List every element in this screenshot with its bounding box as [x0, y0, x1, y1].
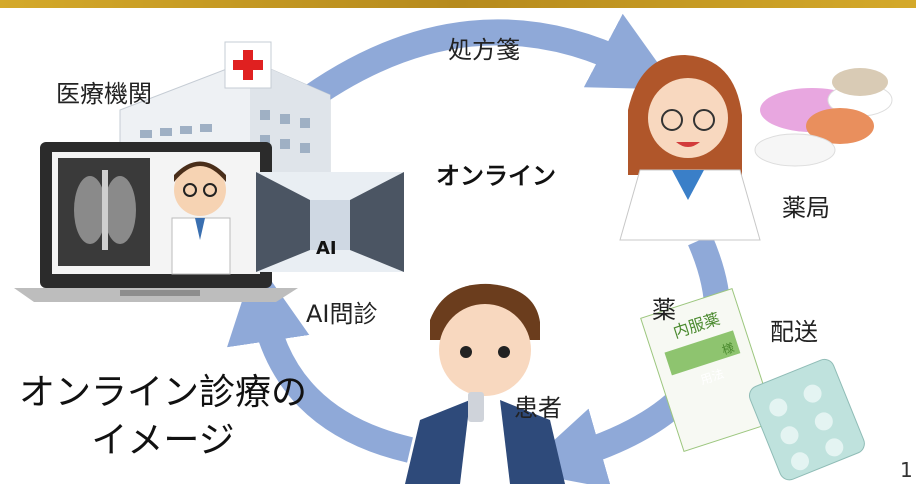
- label-patient: 患者: [514, 394, 562, 422]
- laptop-illustration: [14, 142, 298, 302]
- patient-avatar: [405, 283, 565, 484]
- label-medical-institution: 医療機関: [56, 80, 152, 108]
- diagram-title-line2: イメージ: [91, 420, 235, 461]
- label-ai-interview: AI問診: [306, 300, 378, 328]
- label-prescription: 処方箋: [448, 36, 520, 64]
- ai-server-label: AI: [316, 238, 337, 259]
- label-medicine: 薬: [652, 296, 676, 324]
- cycle-arrow-consultation: [227, 258, 414, 463]
- label-pharmacy: 薬局: [782, 194, 830, 222]
- label-online: オンライン: [436, 162, 556, 190]
- ai-server-illustration: [256, 172, 404, 272]
- pills-illustration: [754, 68, 893, 167]
- diagram-title-line1: オンライン診療の: [18, 372, 307, 413]
- label-delivery: 配送: [770, 318, 818, 346]
- smartphone-icon: [468, 392, 484, 422]
- pharmacist-avatar: [619, 55, 761, 241]
- top-banner-strip: [0, 0, 916, 8]
- medicine-package-illustration: [640, 287, 865, 481]
- doctor-avatar: [171, 161, 231, 275]
- page-number: 1: [900, 458, 913, 482]
- cycle-arrow-prescription: [292, 13, 677, 116]
